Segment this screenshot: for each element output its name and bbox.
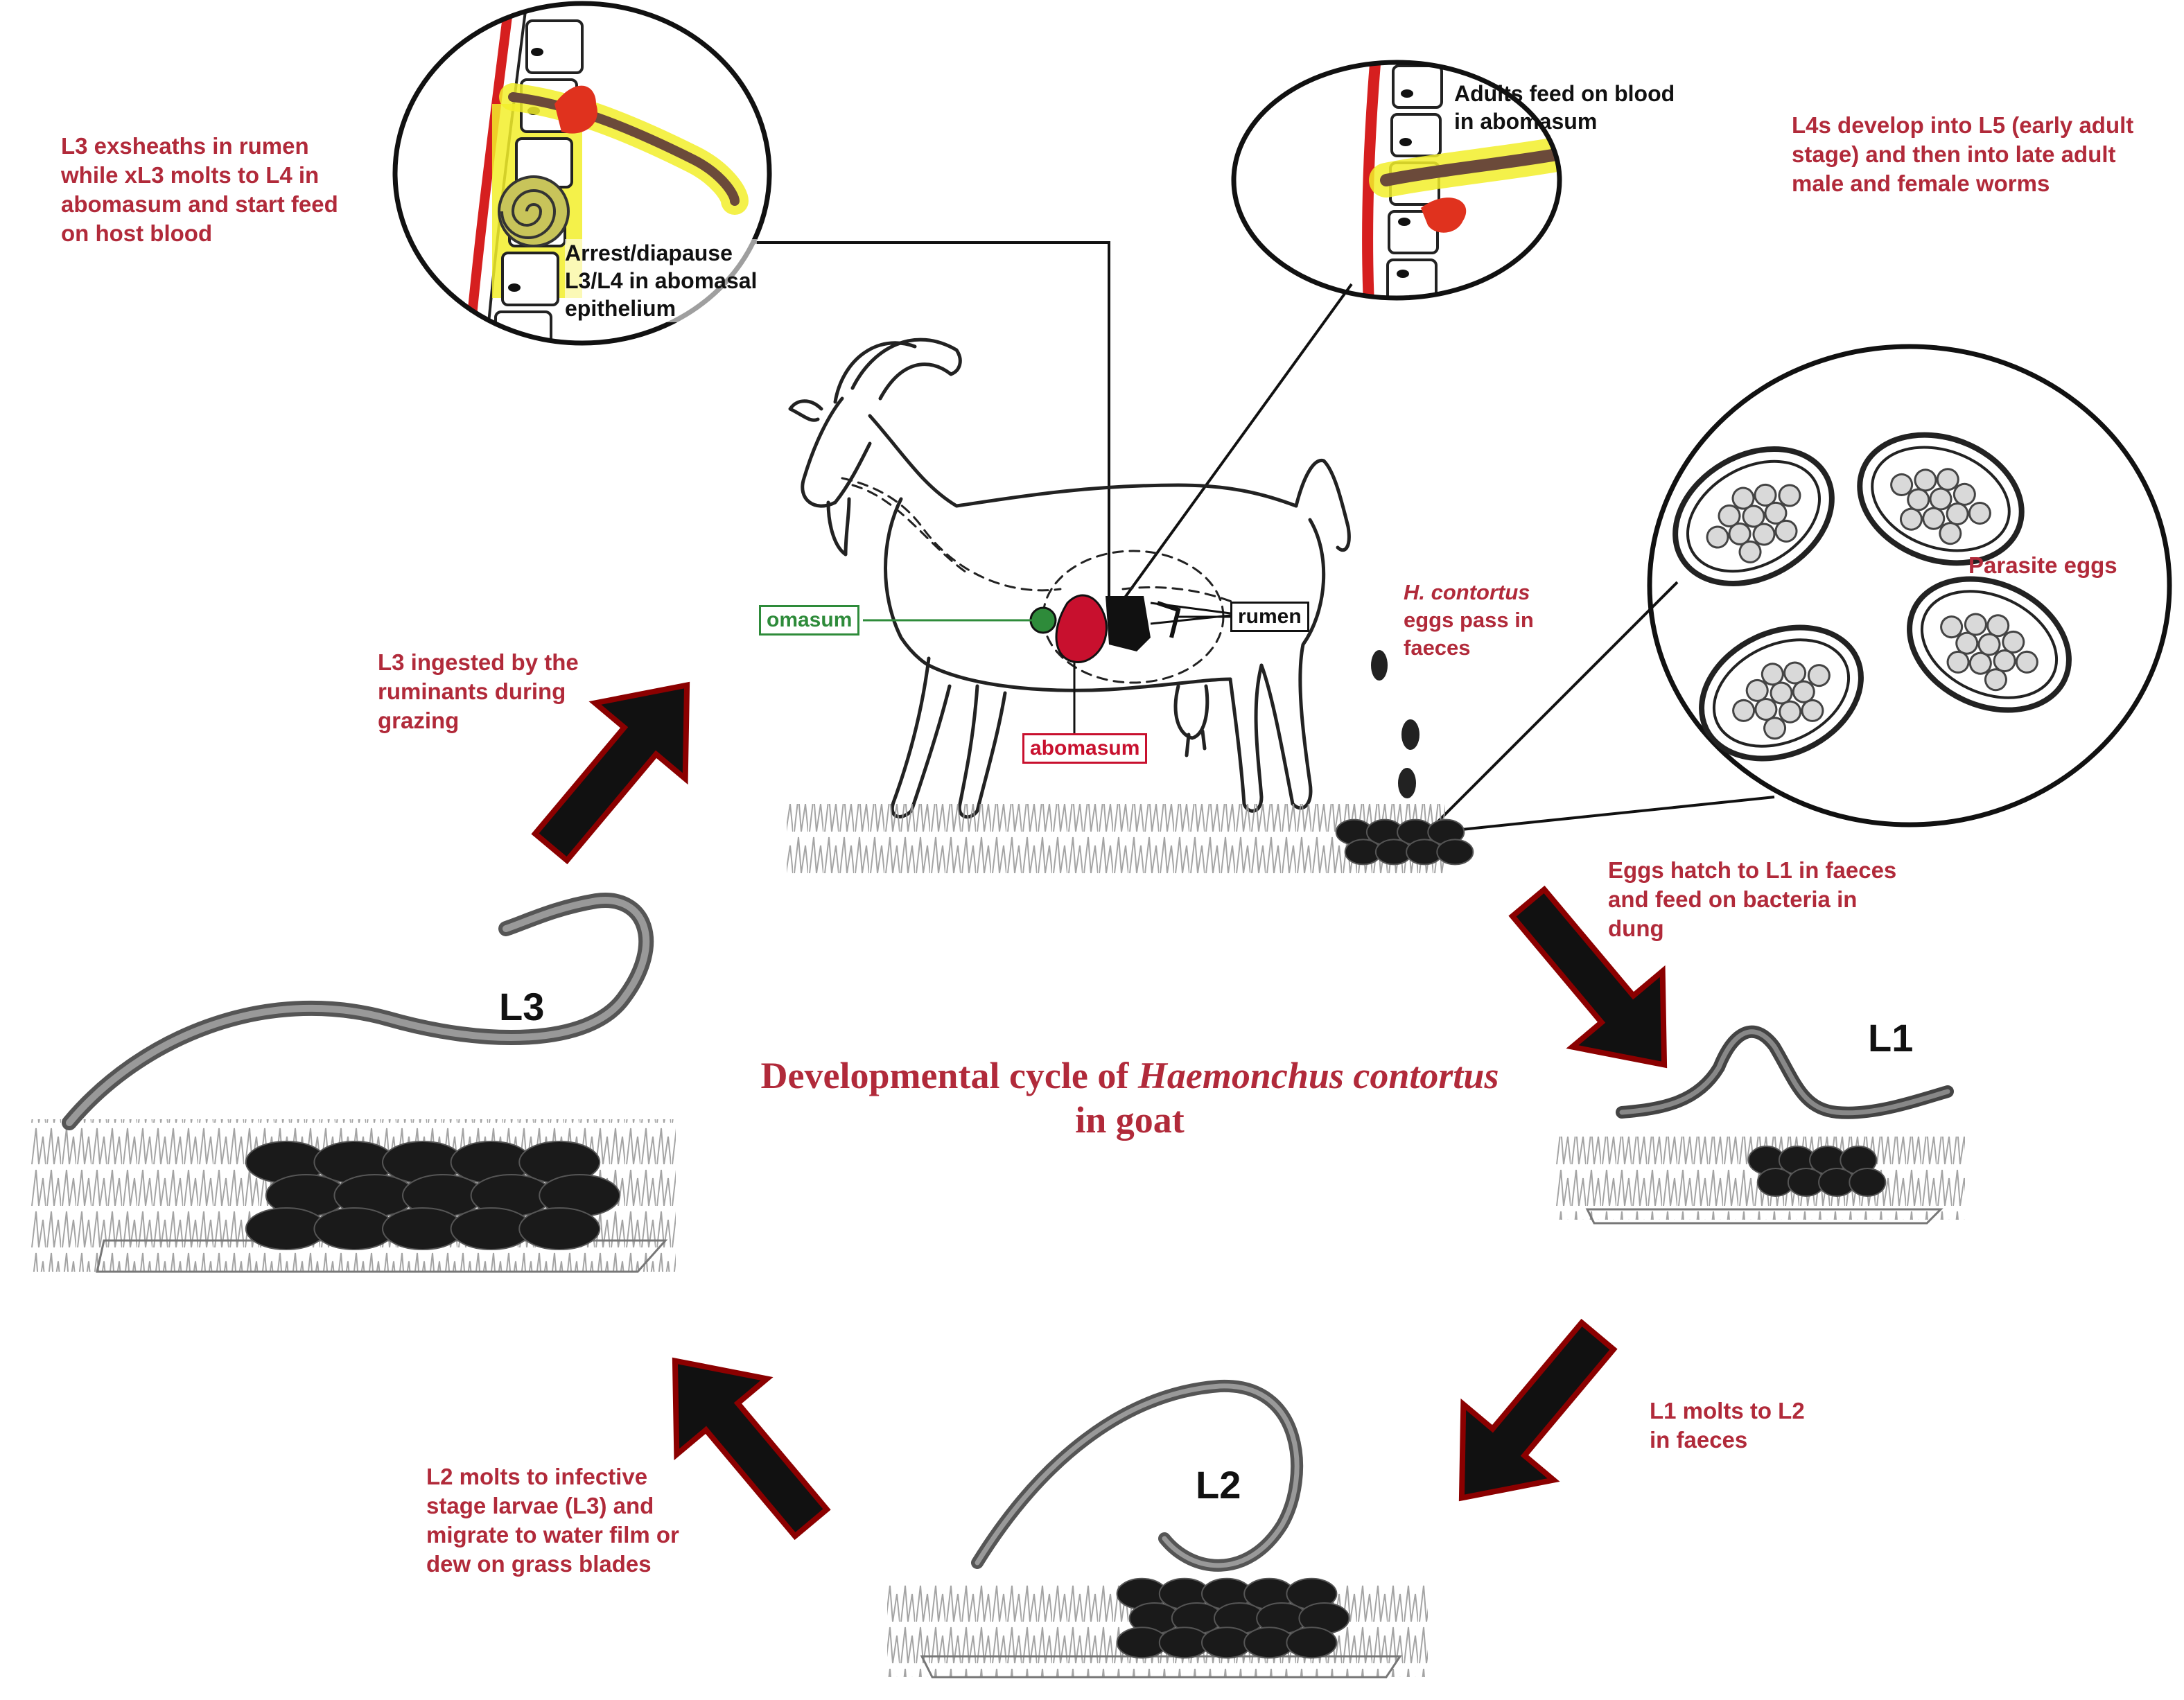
parasite-egg-icon	[1857, 432, 2025, 566]
rumen-label: rumen	[1230, 602, 1309, 632]
magnified-eggs	[1647, 344, 2172, 827]
hatch-annotation: Eggs hatch to L1 in faeces and feed on b…	[1608, 857, 1897, 941]
parasite-eggs-label: Parasite eggs	[1968, 552, 2117, 578]
exsheath-annotation: L3 exsheaths in rumen while xL3 molts to…	[61, 133, 338, 246]
worm-icon	[508, 92, 740, 206]
l1-l2-annotation: L1 molts to L2 in faeces	[1650, 1398, 1805, 1453]
adult-worm-icon	[1380, 112, 1560, 186]
dung-pellets	[1335, 818, 1474, 866]
stage-l3-label: L3	[499, 985, 545, 1028]
stomach-organs	[1029, 594, 1181, 663]
stage-l1-label: L1	[1868, 1016, 1914, 1060]
dung-pellets	[245, 1141, 621, 1250]
callout-lines	[755, 241, 1775, 833]
stage-l2-label: L2	[1196, 1463, 1241, 1507]
dung-pellet	[1286, 1627, 1338, 1659]
diagram-title: Developmental cycle of Haemonchus contor…	[760, 1055, 1499, 1141]
arrest-annotation: Arrest/diapause L3/L4 in abomasal epithe…	[565, 239, 758, 322]
encysted-larva-icon	[498, 175, 570, 247]
parasite-egg-icon	[1907, 576, 2072, 713]
blood-spot-icon	[554, 85, 597, 134]
arrow-up-left	[672, 1357, 831, 1541]
arrow-down-right	[1508, 885, 1668, 1069]
abomasum-label: abomasum	[1022, 733, 1148, 764]
dung-pellets	[1116, 1577, 1350, 1659]
adults-annotation: Adults feed on blood in abomasum	[1454, 81, 1675, 134]
stage-l2	[887, 1379, 1428, 1679]
abomasum-organ	[1055, 594, 1108, 663]
dung-pellet	[1436, 839, 1474, 866]
omasum-organ	[1029, 606, 1057, 634]
parasite-egg-icon	[1672, 446, 1835, 586]
falling-faeces	[1371, 650, 1419, 798]
blood-spot-icon	[1421, 198, 1467, 233]
eggs-pass-annotation: H. contortus eggs pass in faeces	[1404, 580, 1534, 660]
grass-tuft	[787, 804, 1445, 877]
stage-l3	[31, 893, 676, 1273]
dung-pellets	[1747, 1146, 1887, 1197]
l2-l3-annotation: L2 molts to infective stage larvae (L3) …	[426, 1464, 679, 1577]
parasite-egg-icon	[1699, 624, 1864, 762]
stage-l1	[1556, 1025, 1965, 1225]
goat-illustration	[788, 338, 1351, 819]
organ-leaders	[863, 602, 1231, 735]
magnified-mucosa-right	[1231, 60, 1562, 301]
omasum-label: omasum	[759, 605, 860, 636]
larva-worm-icon	[971, 1379, 1304, 1572]
ingested-annotation: L3 ingested by the ruminants during graz…	[378, 649, 579, 733]
dung-pellet	[518, 1207, 601, 1250]
rumen-organ	[1106, 596, 1151, 651]
arrow-down-left	[1458, 1318, 1618, 1502]
arrow-up-right	[531, 681, 690, 865]
dung-pellet	[1849, 1168, 1887, 1197]
cycle-arrows	[531, 681, 1668, 1541]
l4-develop-annotation: L4s develop into L5 (early adult stage) …	[1792, 112, 2134, 196]
